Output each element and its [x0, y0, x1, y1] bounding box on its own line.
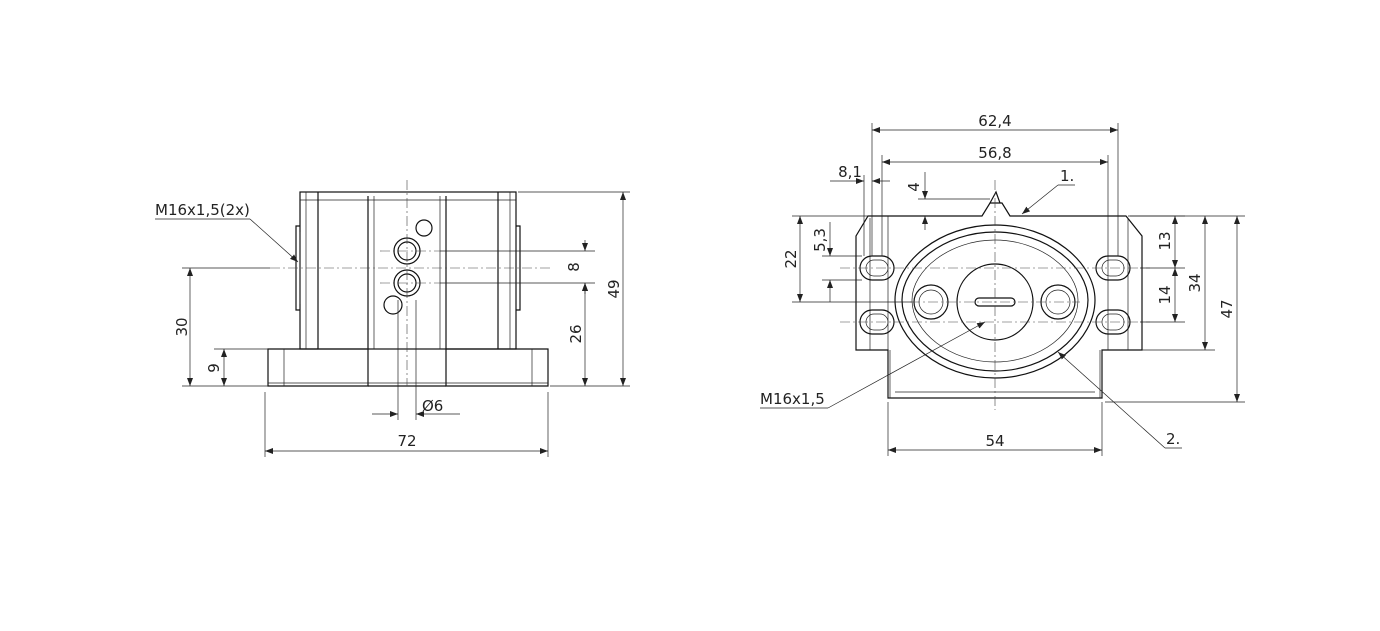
- dim-22-label: 22: [782, 249, 800, 268]
- dim-9-label: 9: [205, 363, 223, 373]
- dim-47: 47: [1105, 215, 1245, 403]
- right-view: 62,4 56,8 8,1 4 1.: [760, 112, 1245, 456]
- dim-47-label: 47: [1218, 299, 1236, 318]
- dim-72: 72: [264, 392, 549, 457]
- dim-14: 14: [1140, 267, 1185, 323]
- dim-26-label: 26: [567, 324, 585, 343]
- dim-49: 49: [518, 191, 630, 387]
- dim-34: 34: [1142, 216, 1215, 351]
- dim-62-4-label: 62,4: [978, 112, 1011, 130]
- callout-2: 2.: [1057, 351, 1182, 449]
- thread-leader-left: M16x1,5(2x): [155, 201, 299, 263]
- dim-49-label: 49: [605, 279, 623, 298]
- thread-leader-right: M16x1,5: [760, 321, 986, 409]
- dim-4-label: 4: [905, 182, 923, 192]
- callout-1-label: 1.: [1060, 167, 1074, 185]
- dim-8-1: 8,1: [830, 163, 890, 256]
- dim-14-label: 14: [1156, 285, 1174, 304]
- dim-diameter-label: Ø6: [422, 397, 443, 415]
- callout-1: 1.: [1021, 167, 1075, 215]
- left-view: 72 Ø6 49 26 8: [155, 180, 630, 457]
- dim-54: 54: [887, 402, 1103, 456]
- dim-30: 30: [173, 267, 270, 387]
- dim-8-1-label: 8,1: [838, 163, 862, 181]
- dim-13-label: 13: [1156, 231, 1174, 250]
- left-view-base: [267, 348, 549, 387]
- dim-56-8: 56,8: [881, 144, 1109, 256]
- dim-diameter-6: Ø6: [372, 300, 460, 420]
- left-view-body: [295, 191, 521, 350]
- dim-62-4: 62,4: [871, 112, 1119, 256]
- dim-9: 9: [205, 348, 268, 386]
- dim-8-label: 8: [565, 262, 583, 272]
- dim-8: 8: [440, 240, 595, 294]
- dim-54-label: 54: [985, 432, 1004, 450]
- dim-4: 4: [905, 172, 990, 230]
- right-view-housing: [855, 190, 1143, 399]
- dim-22: 22: [782, 215, 912, 303]
- thread-label-left: M16x1,5(2x): [155, 201, 250, 219]
- dim-30-label: 30: [173, 317, 191, 336]
- dim-13: 13: [1128, 215, 1185, 268]
- dim-34-label: 34: [1186, 273, 1204, 292]
- dim-5-3-label: 5,3: [811, 228, 829, 252]
- dim-56-8-label: 56,8: [978, 144, 1011, 162]
- callout-2-label: 2.: [1166, 430, 1180, 448]
- dim-5-3: 5,3: [811, 222, 862, 302]
- dim-72-label: 72: [397, 432, 416, 450]
- thread-label-right: M16x1,5: [760, 390, 825, 408]
- dim-26: 26: [440, 282, 595, 386]
